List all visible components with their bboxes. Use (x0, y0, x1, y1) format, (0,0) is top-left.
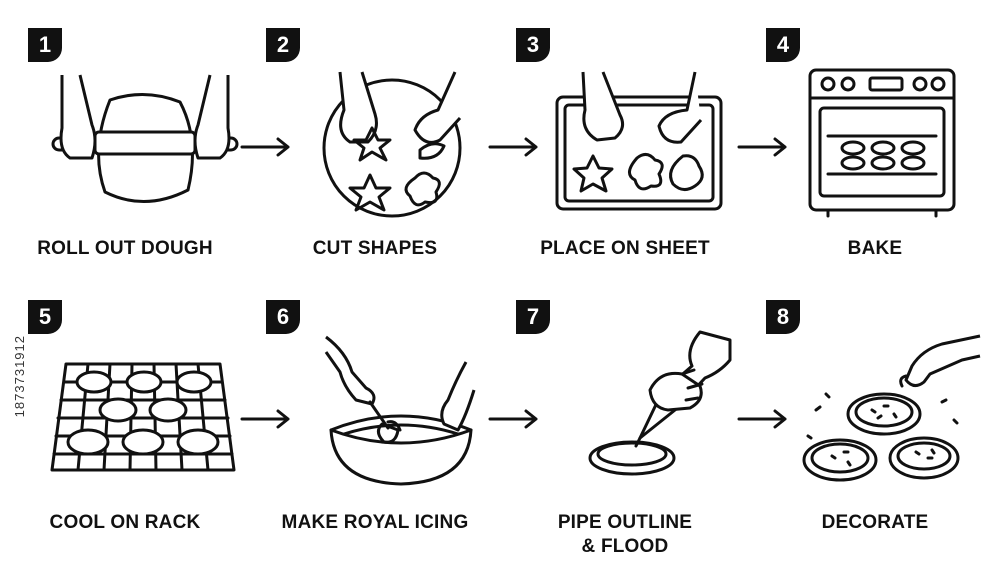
oven-icon (808, 68, 956, 218)
step-label: DECORATE (821, 512, 929, 533)
step-label: BAKE (847, 238, 903, 259)
arrow-right-icon (488, 409, 538, 429)
rolling-pin-icon (51, 74, 239, 203)
step-label: PLACE ON SHEET (540, 238, 710, 259)
step-label: MAKE ROYAL ICING (281, 512, 469, 533)
mixing-bowl-icon (324, 335, 476, 486)
cooling-rack-icon (50, 362, 236, 472)
step-2: 2 CUT SHAPES (250, 0, 500, 290)
step-number-badge: 7 (516, 300, 550, 334)
step-number-badge: 6 (266, 300, 300, 334)
step-number-badge: 1 (28, 28, 62, 62)
sprinkles-icon (802, 334, 981, 482)
step-label: CUT SHAPES (312, 238, 438, 259)
step-number-badge: 4 (766, 28, 800, 62)
step-8: 8 DECORATE (750, 290, 1000, 583)
step-1: 1 ROLL OUT DOUGH (0, 0, 250, 290)
step-label: ROLL OUT DOUGH (37, 238, 213, 259)
cookie-cutter-icon (322, 71, 462, 218)
side-id-text: 1873731912 (12, 335, 27, 418)
step-number-badge: 2 (266, 28, 300, 62)
step-3: 3 PLACE ON SHEET (500, 0, 750, 290)
piping-bag-icon (588, 330, 732, 476)
step-6: 6 MAKE ROYAL ICING (250, 290, 500, 583)
step-number-badge: 5 (28, 300, 62, 334)
arrow-right-icon (240, 137, 290, 157)
step-5: 5 COOL ON RACK (0, 290, 250, 583)
step-7: 7 PIPE OUTLINE & FLOOD (500, 290, 750, 583)
step-label: COOL ON RACK (49, 512, 201, 533)
arrow-right-icon (240, 409, 290, 429)
step-4: 4 BAKE (750, 0, 1000, 290)
baking-sheet-icon (555, 71, 723, 211)
arrow-right-icon (737, 137, 787, 157)
step-number-badge: 3 (516, 28, 550, 62)
arrow-right-icon (488, 137, 538, 157)
arrow-right-icon (737, 409, 787, 429)
step-label: PIPE OUTLINE & FLOOD (557, 512, 693, 557)
step-number-badge: 8 (766, 300, 800, 334)
